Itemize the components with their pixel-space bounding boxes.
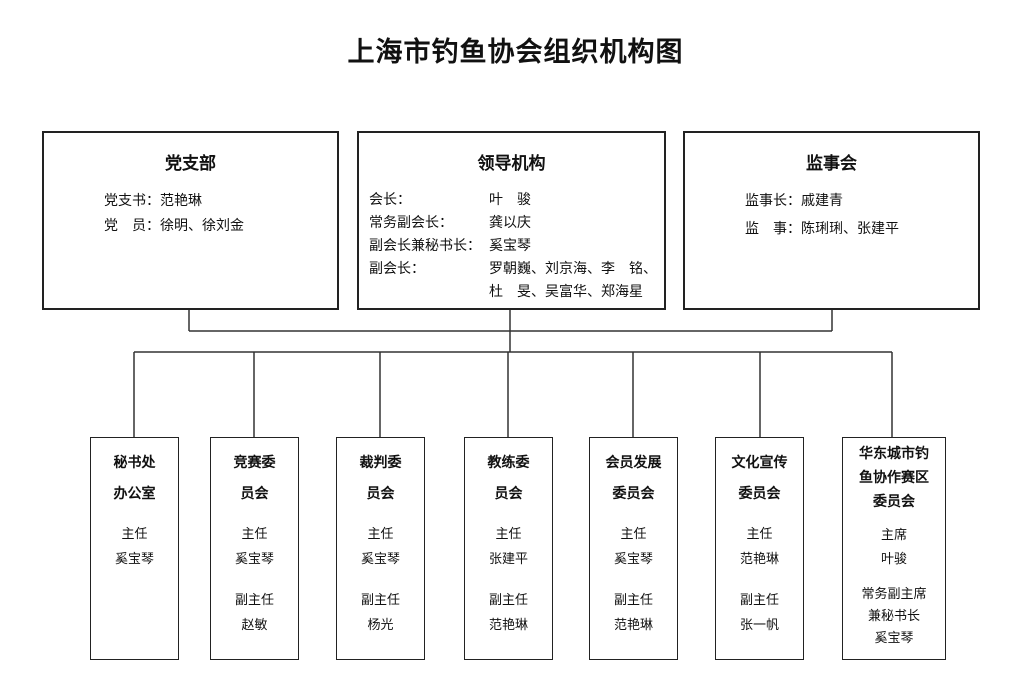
committee-title: 员会 [240, 486, 269, 502]
row-value: 徐明、徐刘金 [160, 218, 244, 234]
person-name: 奚宝琴 [234, 552, 274, 567]
leadership-row: 杜 旻、吴富华、郑海星 [369, 281, 643, 301]
row-value: 罗朝巍、刘京海、李 铭、 [489, 261, 657, 277]
committee-box: 华东城市钓 鱼协作赛区 委员会 主席 叶骏 常务副主席 兼秘书长 奚宝琴 [842, 437, 946, 660]
role-label: 副主任 [360, 593, 400, 608]
committee-box: 会员发展 委员会 主任 奚宝琴 副主任 范艳琳 [589, 437, 678, 660]
leadership-title: 领导机构 [477, 154, 546, 174]
row-value: 范艳琳 [160, 193, 202, 209]
person-name: 奚宝琴 [613, 552, 653, 567]
committee-title: 员会 [366, 486, 395, 502]
role-label: 副主任 [488, 593, 528, 608]
role-label: 副主任 [234, 593, 274, 608]
role-label: 主任 [241, 527, 268, 542]
row-value: 叶 骏 [489, 192, 531, 208]
row-value: 杜 旻、吴富华、郑海星 [489, 284, 643, 300]
supervisor-chief-row: 监事长：戚建青 [745, 190, 843, 210]
leadership-row: 副会长兼秘书长： 奚宝琴 [369, 235, 531, 255]
row-label: 会长： [369, 192, 411, 208]
person-name: 张一帆 [739, 618, 779, 633]
role-label: 兼秘书长 [867, 609, 920, 624]
leadership-box: 领导机构 会长： 叶 骏 常务副会长： 龚以庆 副会长兼秘书长： 奚宝琴 副会长： 罗朝… [357, 131, 666, 310]
committee-title: 华东城市钓 [859, 446, 929, 462]
committee-box: 竞赛委 员会 主任 奚宝琴 副主任 赵敏 [210, 437, 299, 660]
role-label: 常务副主席 [861, 587, 927, 602]
person-name: 范艳琳 [613, 618, 653, 633]
person-name: 杨光 [367, 618, 394, 633]
person-name: 奚宝琴 [360, 552, 400, 567]
row-label: 监 事： [745, 221, 801, 237]
committee-title: 文化宣传 [731, 455, 788, 471]
committee-title: 员会 [494, 486, 523, 502]
party-branch-box: 党支部 党支书：范艳琳 党 员：徐明、徐刘金 [42, 131, 339, 310]
committee-title: 竞赛委 [233, 455, 276, 471]
person-name: 张建平 [488, 552, 528, 567]
role-label: 主任 [367, 527, 394, 542]
row-value: 奚宝琴 [489, 238, 531, 254]
committee-title: 办公室 [113, 486, 156, 502]
role-label: 副主任 [613, 593, 653, 608]
committee-box: 裁判委 员会 主任 奚宝琴 副主任 杨光 [336, 437, 425, 660]
row-label: 常务副会长： [369, 215, 453, 231]
role-label: 副主任 [739, 593, 779, 608]
role-label: 主任 [620, 527, 647, 542]
committee-box: 教练委 员会 主任 张建平 副主任 范艳琳 [464, 437, 553, 660]
role-label: 主任 [495, 527, 522, 542]
committee-title: 裁判委 [359, 455, 402, 471]
supervisory-board-title: 监事会 [806, 154, 857, 174]
committee-box: 文化宣传 委员会 主任 范艳琳 副主任 张一帆 [715, 437, 804, 660]
role-label: 主席 [880, 528, 907, 543]
committee-title: 会员发展 [605, 455, 662, 471]
person-name: 赵敏 [241, 618, 268, 633]
committee-title: 委员会 [738, 486, 781, 502]
row-value: 龚以庆 [489, 215, 531, 231]
row-label: 副会长： [369, 261, 425, 277]
party-branch-title: 党支部 [165, 154, 216, 174]
party-members-row: 党 员：徐明、徐刘金 [104, 215, 244, 235]
person-name: 范艳琳 [739, 552, 779, 567]
row-label: 副会长兼秘书长： [369, 238, 481, 254]
row-value: 戚建青 [801, 193, 843, 209]
role-label: 主任 [121, 527, 148, 542]
supervisory-board-box: 监事会 监事长：戚建青 监 事：陈琍琍、张建平 [683, 131, 980, 310]
row-label: 党支书： [104, 193, 160, 209]
person-name: 奚宝琴 [874, 631, 914, 646]
row-label: 党 员： [104, 218, 160, 234]
person-name: 范艳琳 [488, 618, 528, 633]
committee-title: 委员会 [612, 486, 655, 502]
committee-title: 教练委 [487, 455, 530, 471]
row-label: 监事长： [745, 193, 801, 209]
committee-title: 秘书处 [113, 455, 156, 471]
committee-title: 鱼协作赛区 [859, 470, 929, 486]
role-label: 主任 [746, 527, 773, 542]
person-name: 叶骏 [880, 552, 907, 567]
leadership-row: 常务副会长： 龚以庆 [369, 212, 531, 232]
committee-box: 秘书处 办公室 主任 奚宝琴 [90, 437, 179, 660]
row-value: 陈琍琍、张建平 [801, 221, 899, 237]
leadership-row: 会长： 叶 骏 [369, 189, 531, 209]
committee-title: 委员会 [873, 494, 915, 510]
supervisors-row: 监 事：陈琍琍、张建平 [745, 218, 899, 238]
page-title: 上海市钓鱼协会组织机构图 [347, 37, 684, 68]
leadership-row: 副会长： 罗朝巍、刘京海、李 铭、 [369, 258, 657, 278]
party-secretary-row: 党支书：范艳琳 [104, 190, 202, 210]
person-name: 奚宝琴 [114, 552, 154, 567]
